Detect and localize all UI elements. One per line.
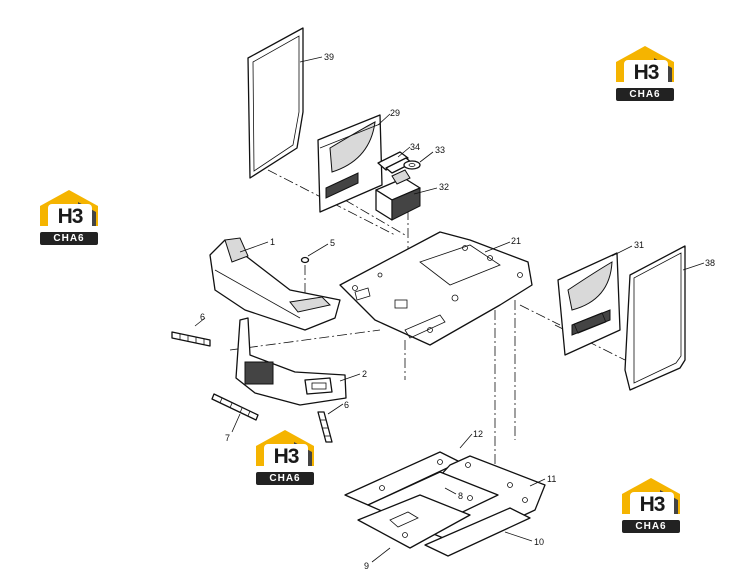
callout-21: 21 — [511, 236, 521, 246]
part-21-floor-plate — [339, 231, 533, 346]
part-29-trim-panel — [317, 114, 383, 213]
brand-logo-tag: CHA6 — [622, 520, 680, 533]
part-33-washer — [403, 160, 421, 170]
callout-38: 38 — [705, 258, 715, 268]
part-31-trim-panel — [557, 252, 621, 356]
part-5-screw — [300, 256, 310, 264]
brand-logo-letters: H3 — [264, 444, 308, 470]
part-9-mat — [357, 494, 471, 549]
callout-8: 8 — [458, 491, 463, 501]
callout-29: 29 — [390, 108, 400, 118]
brand-logo: H3 CHA6 — [254, 428, 316, 486]
callout-33: 33 — [435, 145, 445, 155]
part-2-front-cover — [235, 317, 347, 406]
part-39-glass — [247, 27, 304, 179]
callout-32: 32 — [439, 182, 449, 192]
brand-logo-tag: CHA6 — [256, 472, 314, 485]
brand-logo: H3 CHA6 — [620, 476, 682, 534]
part-38-glass — [624, 245, 686, 391]
part-34-bracket — [377, 151, 413, 174]
brand-logo: H3 CHA6 — [614, 44, 676, 102]
part-7-rod — [211, 393, 259, 421]
part-32-switch-box — [375, 169, 421, 221]
part-10-mat — [424, 507, 531, 557]
callout-6-upper: 6 — [200, 312, 205, 322]
part-6-rod-lower — [317, 411, 333, 443]
callout-7: 7 — [225, 433, 230, 443]
callout-31: 31 — [634, 240, 644, 250]
brand-logo-letters: H3 — [630, 492, 674, 518]
leader-lines — [194, 56, 705, 563]
callout-11: 11 — [547, 474, 556, 484]
alignment-lines — [229, 169, 626, 465]
brand-logo-letters: H3 — [624, 60, 668, 86]
part-1-console — [209, 237, 341, 331]
brand-logo-tag: CHA6 — [40, 232, 98, 245]
callout-10: 10 — [534, 537, 544, 547]
callout-39: 39 — [324, 52, 334, 62]
brand-logo-tag: CHA6 — [616, 88, 674, 101]
callout-12: 12 — [473, 429, 483, 439]
callout-9: 9 — [364, 561, 369, 571]
part-6-rod-upper — [171, 331, 211, 347]
callout-2: 2 — [362, 369, 367, 379]
brand-logo-letters: H3 — [48, 204, 92, 230]
callout-6-lower: 6 — [344, 400, 349, 410]
callout-labels: 39 29 34 33 32 1 5 21 31 38 6 2 6 7 12 8… — [200, 52, 715, 571]
callout-34: 34 — [410, 142, 420, 152]
callout-1: 1 — [270, 237, 275, 247]
brand-logo: H3 CHA6 — [38, 188, 100, 246]
callout-5: 5 — [330, 238, 335, 248]
